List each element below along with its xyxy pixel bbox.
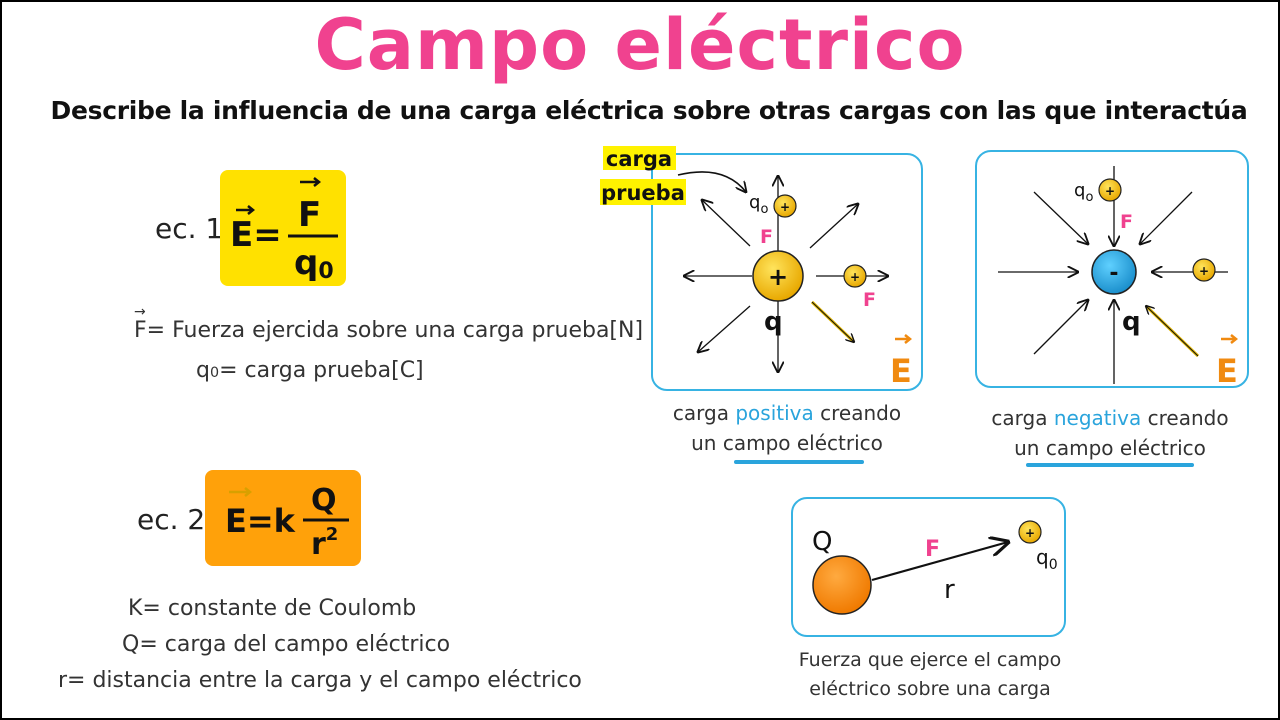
positive-test-charge-right [843,264,867,288]
eq1-vector-arrow-e-head [247,205,256,215]
legend-force-text: = Fuerza ejercida sobre una carga prueba… [146,318,644,343]
caption-positive-underline [734,460,864,464]
negative-source-label: q [1122,307,1141,337]
field-vector-arrow [811,301,854,342]
page-subtitle: Describe la influencia de una carga eléc… [50,96,1248,125]
caption-positive: carga positiva creando un campo eléctric… [651,398,923,458]
caption-force: Fuerza que ejerce el campo eléctrico sob… [780,646,1080,704]
caption-negative-highlight: negativa [1053,406,1142,430]
caption-negative-underline [1026,463,1194,467]
eq1-label: ec. 1 [155,212,224,245]
force-source-charge [812,555,872,615]
force-label: F [925,537,940,562]
caption-force-line2: eléctrico sobre una carga [809,678,1051,700]
distance-label: r [944,575,955,605]
positive-source-charge [752,250,804,302]
negative-test-charge-right [1192,258,1216,282]
test-charge-callout-arrow [677,171,746,192]
field-line-up-right [809,204,858,249]
positive-force-label-top: F [760,226,773,248]
eq2-numerator: Q [311,483,337,518]
eq2-formula: E=k Q r2 [225,483,349,562]
positive-source-sign: + [768,263,788,291]
legend-r-line: r= distancia entre la carga y el campo e… [58,668,582,693]
neg-field-vector-arrow [1146,306,1199,357]
neg-field-line-diag-3 [1033,300,1088,355]
force-vector-arrow [871,542,1008,582]
caption-negative-line1: carga negativa creando [991,406,1229,430]
legend-force-symbol: F→ [134,304,147,343]
negative-test-charge-top [1098,178,1122,202]
positive-field-lines [684,176,888,372]
caption-force-line1: Fuerza que ejerce el campo [798,649,1062,671]
caption-negative: carga negativa creando un campo eléctric… [975,403,1245,463]
negative-source-sign: - [1109,261,1118,286]
test-charge-callout-line2: prueba [601,181,685,205]
neg-field-line-diag-1 [1033,191,1088,244]
vector-arrow-icon: → [134,304,146,320]
negative-field-label: E [1216,352,1238,390]
eq1-lhs: E= [230,215,282,255]
caption-positive-highlight: positiva [735,401,814,425]
eq2-lhs: E=k [225,502,296,540]
legend-k-line: K= constante de Coulomb [128,596,417,621]
positive-force-label-right: F [863,289,876,311]
legend-test-charge-line: q0= carga prueba[C] [196,358,424,383]
legend-q-line: Q= carga del campo eléctrico [122,632,451,657]
eq1-box: E= F q0 [220,170,346,286]
positive-source-label: q [764,307,783,337]
legend-test-charge-text: = carga prueba[C] [219,358,424,383]
positive-field-label: E [890,352,912,390]
force-test-label: q0 [1036,545,1058,573]
negative-test-label: qo [1074,180,1093,205]
eq1-numerator: F [298,195,321,235]
eq1-denominator: q0 [294,243,334,284]
caption-positive-line2: un campo eléctrico [691,431,883,455]
negative-test-sign-right: + [1199,264,1209,278]
legend-q-symbol: q [196,358,210,383]
eq1-formula: E= F q0 [230,177,338,284]
page-title: Campo eléctrico [314,4,966,86]
positive-field-vector-arrow-head [904,334,913,344]
positive-test-sign-top: + [780,200,790,214]
negative-test-sign-top: + [1105,184,1115,198]
eq2-vector-arrow-e-head [244,487,253,497]
legend-q-sub: 0 [209,365,220,381]
negative-field-vector-arrow-head [1230,334,1239,344]
field-line-up-left [702,200,751,247]
negative-source-charge [1091,249,1137,295]
eq2-box: E=k Q r2 [205,470,361,566]
force-test-sign: + [1025,526,1035,540]
force-test-charge [1018,520,1042,544]
test-charge-callout-bg-2 [600,179,686,205]
negative-force-label: F [1120,211,1133,233]
positive-test-label: qo [749,192,768,217]
caption-positive-line1: carga positiva creando [672,401,902,425]
positive-test-charge-top [773,194,797,218]
eq1-vector-arrow-f-head [313,177,322,187]
test-charge-callout-line1: carga [606,147,672,171]
force-source-label: Q [812,527,832,557]
eq2-denominator: r2 [311,524,338,562]
test-charge-callout-bg-1 [603,146,676,170]
eq2-label: ec. 2 [137,503,206,536]
field-line-down-left [698,305,751,352]
legend-force-line: F→= Fuerza ejercida sobre una carga prue… [134,304,644,343]
neg-field-line-diag-2 [1140,191,1193,244]
caption-negative-line2: un campo eléctrico [1014,436,1206,460]
positive-test-sign-right: + [850,270,860,284]
